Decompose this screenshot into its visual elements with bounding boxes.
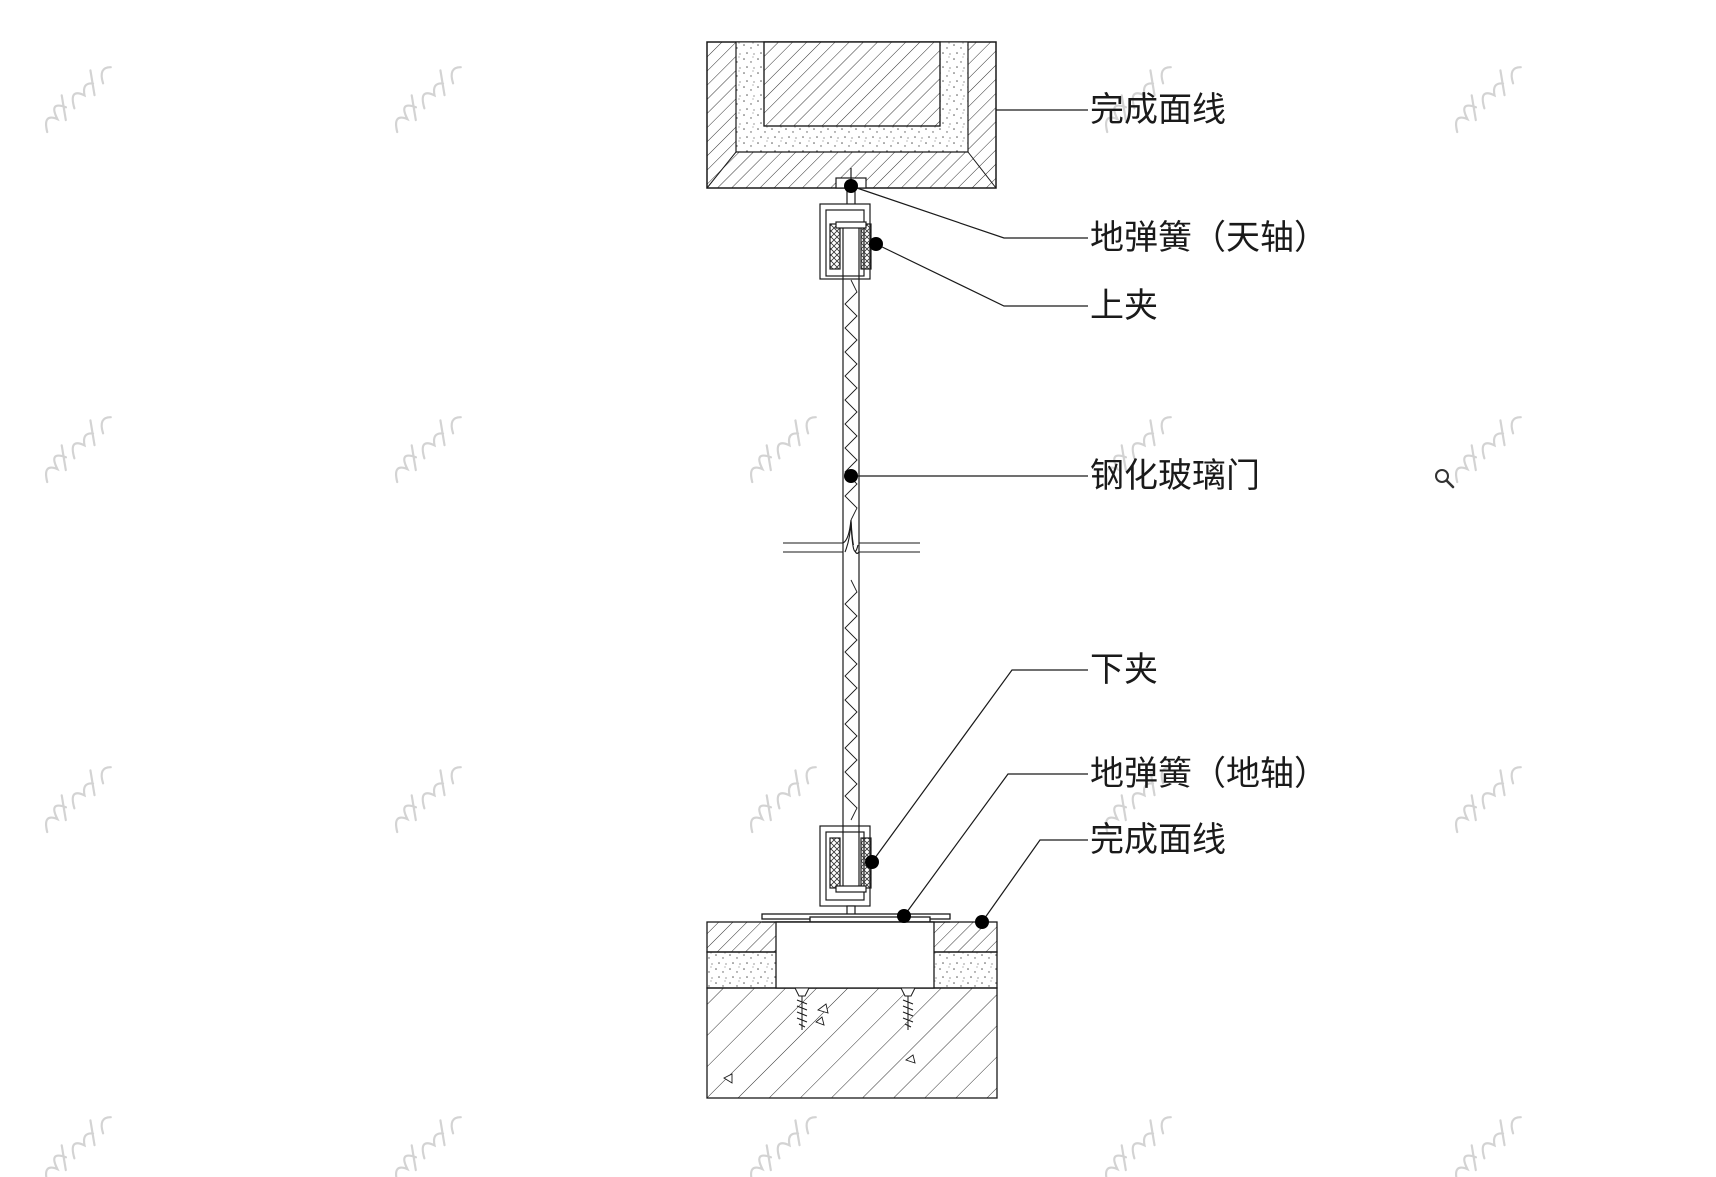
glass-door-panel bbox=[783, 228, 920, 836]
magnifier-icon[interactable] bbox=[1432, 466, 1458, 492]
label-floor-finish-line: 完成面线 bbox=[1090, 820, 1226, 860]
label-top-pivot: 地弹簧（天轴） bbox=[1090, 218, 1328, 258]
floor-section bbox=[706, 913, 998, 1099]
ceiling-header bbox=[706, 41, 997, 189]
label-ceiling-finish-line: 完成面线 bbox=[1090, 90, 1226, 130]
label-tempered-glass-door: 钢化玻璃门 bbox=[1090, 456, 1260, 496]
leader-lines bbox=[850, 109, 1088, 923]
label-bottom-clamp: 下夹 bbox=[1090, 650, 1158, 690]
bottom-clamp-assembly bbox=[819, 825, 872, 919]
label-top-clamp: 上夹 bbox=[1090, 286, 1158, 326]
top-pivot-assembly bbox=[819, 168, 872, 280]
leader-dots bbox=[844, 179, 989, 929]
label-floor-spring: 地弹簧（地轴） bbox=[1090, 754, 1328, 794]
